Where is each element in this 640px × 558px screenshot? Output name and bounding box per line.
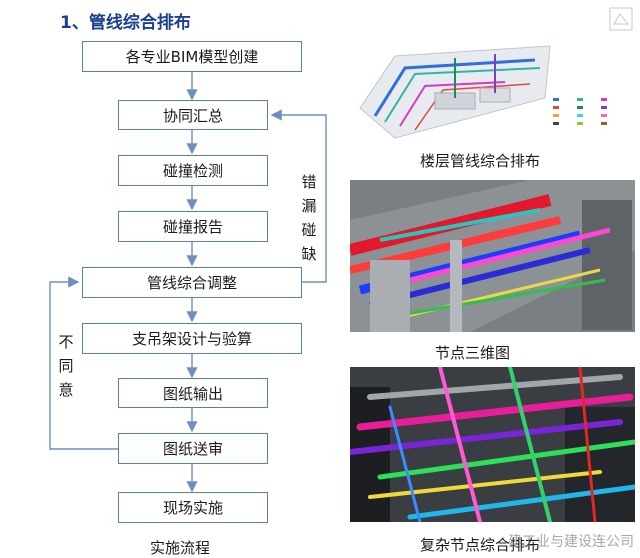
- node-3d-caption: 节点三维图: [435, 344, 511, 362]
- loop-left-line: [49, 276, 118, 450]
- node-3d-image: [350, 180, 635, 332]
- step-drawing-review: 图纸送审: [118, 433, 268, 464]
- step-model-creation: 各专业BIM模型创建: [82, 41, 302, 72]
- loop-right-line: [270, 109, 327, 283]
- complex-node-caption: 复杂节点综合排布: [420, 536, 541, 554]
- step-drawing-output: 图纸输出: [118, 378, 268, 408]
- corner-logo-icon: [609, 7, 633, 31]
- complex-node-image: [350, 367, 635, 522]
- step-clash-report: 碰撞报告: [118, 211, 268, 242]
- step-support-design: 支吊架设计与验算: [82, 323, 302, 354]
- step-site-implementation: 现场实施: [118, 492, 268, 523]
- floor-layout-caption: 楼层管线综合排布: [420, 152, 541, 170]
- loop-right-label: 错漏碰缺: [301, 173, 317, 263]
- loop-left-label: 不同意: [58, 333, 74, 399]
- step-clash-detection: 碰撞检测: [118, 155, 268, 186]
- flow-caption: 实施流程: [150, 539, 211, 557]
- step-pipeline-adjustment: 管线综合调整: [82, 267, 302, 298]
- floor-layout-image: [355, 38, 635, 143]
- step-collaboration: 协同汇总: [118, 100, 268, 130]
- watermark: 建工业与建设连公司: [508, 534, 634, 550]
- page-title: 1、管线综合排布: [60, 13, 191, 33]
